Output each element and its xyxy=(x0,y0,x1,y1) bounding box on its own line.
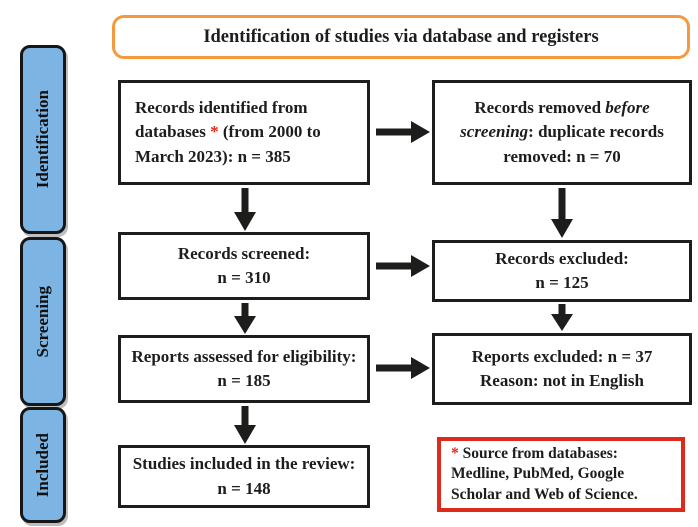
records-screened-box: Records screened: n = 310 xyxy=(118,232,370,300)
stage-tab-label: Screening xyxy=(33,285,52,358)
records-screened-line1: Records screened: xyxy=(177,243,311,263)
records-screened-count: n = 310 xyxy=(217,268,271,287)
stage-tab-label: Identification xyxy=(33,90,52,189)
records-removed-text-italic: before screening xyxy=(460,98,650,142)
stage-tab-identification: Identification xyxy=(20,45,66,234)
records-removed-text-post: : duplicate records removed: n = 70 xyxy=(503,122,664,166)
records-excluded-box: Records excluded: n = 125 xyxy=(432,240,692,302)
down-arrow-icon xyxy=(551,304,573,331)
down-arrow-icon xyxy=(234,188,256,231)
down-arrow-icon xyxy=(234,406,256,444)
right-arrow-icon xyxy=(376,357,430,379)
reports-assessed-box: Reports assessed for eligibility: n = 18… xyxy=(118,335,370,403)
records-identified-text-pre: Records identified from databases xyxy=(135,98,308,142)
right-arrow-icon xyxy=(376,255,430,277)
records-identified-text-post: (from 2000 to March 2023): n = 385 xyxy=(135,122,321,166)
source-footnote-text: * Source from databases: Medline, PubMed… xyxy=(451,444,671,505)
stage-tab-screening: Screening xyxy=(20,237,66,406)
reports-excluded-line1: Reports excluded: n = 37 xyxy=(471,346,653,366)
studies-included-box: Studies included in the review: n = 148 xyxy=(118,445,370,508)
reports-excluded-box: Reports excluded: n = 37 Reason: not in … xyxy=(432,333,692,405)
stage-tab-included: Included xyxy=(20,407,66,523)
studies-included-text: Studies included in the review: n = 148 xyxy=(132,454,356,498)
records-removed-text: Records removed before screening: duplic… xyxy=(445,96,679,168)
right-arrow-icon xyxy=(376,121,430,143)
footnote-asterisk-mark: * xyxy=(210,122,219,142)
diagram-title: Identification of studies via database a… xyxy=(203,26,599,47)
records-identified-box: Records identified from databases * (fro… xyxy=(118,80,370,185)
footnote-asterisk-mark: * xyxy=(451,444,459,462)
diagram-title-banner: Identification of studies via database a… xyxy=(112,15,690,59)
reports-excluded-line2: Reason: not in English xyxy=(480,371,644,390)
records-identified-text: Records identified from databases * (fro… xyxy=(135,96,361,168)
footnote-text: Source from databases: Medline, PubMed, … xyxy=(451,444,638,503)
records-excluded-count: n = 125 xyxy=(535,273,589,292)
records-excluded-line1: Records excluded: xyxy=(495,248,629,268)
down-arrow-icon xyxy=(234,303,256,334)
source-footnote-box: * Source from databases: Medline, PubMed… xyxy=(437,437,685,512)
reports-assessed-text: Reports assessed for eligibility: n = 18… xyxy=(131,346,357,390)
records-removed-box: Records removed before screening: duplic… xyxy=(432,80,692,185)
down-arrow-icon xyxy=(551,188,573,238)
records-removed-text-pre: Records removed xyxy=(474,98,606,118)
stage-tab-label: Included xyxy=(33,432,52,498)
